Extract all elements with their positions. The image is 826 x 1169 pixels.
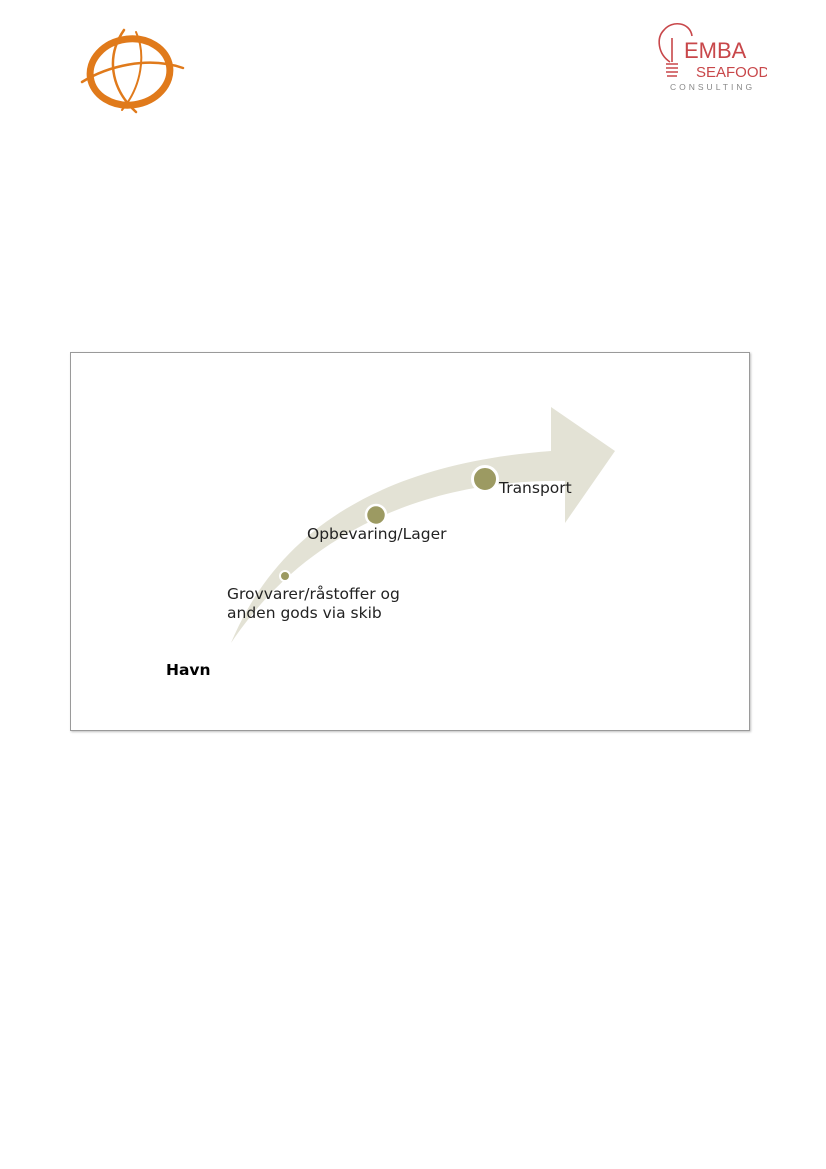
company-logo-left bbox=[78, 26, 188, 114]
brand-name-line2: SEAFOOD bbox=[696, 64, 767, 81]
step-label-1-line2: anden gods via skib bbox=[227, 604, 382, 622]
progress-arrow bbox=[231, 407, 615, 643]
diagram-canvas bbox=[231, 407, 615, 643]
process-diagram: Grovvarer/råstoffer og anden gods via sk… bbox=[70, 352, 750, 731]
step-dot-3 bbox=[471, 465, 499, 493]
lightbulb-logo-icon: EMBA SEAFOOD CONSULTING bbox=[658, 23, 770, 92]
step-dot-1 bbox=[279, 570, 291, 582]
step-label-2: Opbevaring/Lager bbox=[307, 525, 447, 543]
step-label-1-line1: Grovvarer/råstoffer og bbox=[227, 585, 400, 603]
globe-logo-icon bbox=[80, 28, 185, 114]
step-label-3: Transport bbox=[499, 479, 572, 497]
company-logo-right: EMBA SEAFOOD CONSULTING bbox=[652, 18, 770, 94]
step-dot-2 bbox=[364, 503, 388, 527]
brand-name-line1: EMBA bbox=[684, 38, 747, 63]
step-label-1: Grovvarer/råstoffer og anden gods via sk… bbox=[227, 585, 400, 623]
root-label: Havn bbox=[166, 661, 211, 679]
brand-name-line3: CONSULTING bbox=[670, 82, 755, 92]
